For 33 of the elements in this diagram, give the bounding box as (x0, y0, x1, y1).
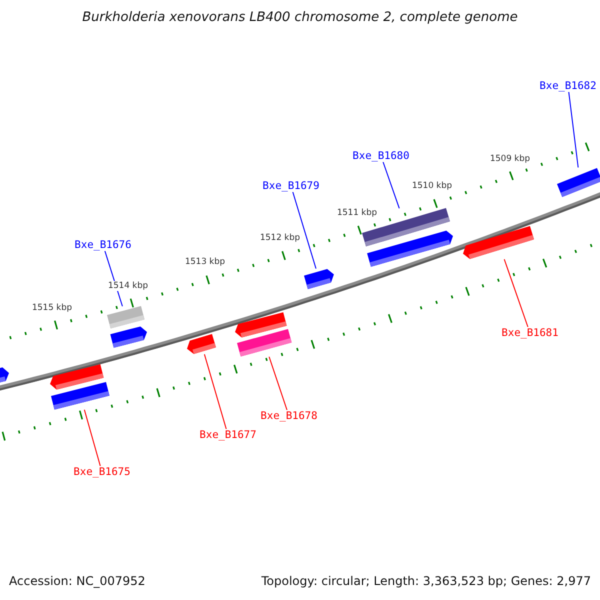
leader-line (292, 192, 316, 270)
gene-label: Bxe_B1675 (74, 466, 130, 478)
gene-block (237, 329, 292, 357)
gene-block (304, 268, 334, 289)
scale-label: 1512 kbp (260, 233, 300, 243)
scale-label: 1515 kbp (32, 303, 72, 313)
scale-label: 1510 kbp (412, 181, 452, 191)
gene-label: Bxe_B1677 (200, 429, 256, 441)
genome-summary-text: Topology: circular; Length: 3,363,523 bp; Genes: 2,977 (261, 574, 591, 588)
gene-block (463, 226, 534, 260)
leader-line (84, 409, 101, 466)
leader-line (268, 356, 288, 410)
map-title: Burkholderia xenovorans LB400 chromosome 2, complete genome (81, 10, 519, 25)
scale-label: 1513 kbp (184, 257, 226, 267)
gene-label: Bxe_B1676 (74, 239, 132, 251)
gene-label: Bxe_B1682 (540, 80, 596, 92)
leader-line (504, 258, 528, 328)
gene-label: Bxe_B1679 (262, 180, 320, 192)
gene-label: Bxe_B1680 (352, 150, 410, 162)
gene-label: Bxe_B1678 (260, 410, 318, 422)
leader-line (204, 354, 227, 430)
gene-block (362, 208, 450, 247)
scale-label: 1509 kbp (490, 154, 530, 164)
scale-label: 1514 kbp (108, 281, 148, 291)
gene-block (187, 334, 216, 354)
gene-block (107, 306, 145, 329)
leader-line (382, 162, 400, 209)
gene-block (51, 382, 110, 410)
accession-text: Accession: NC_007952 (9, 574, 146, 588)
gene-label: Bxe_B1681 (502, 327, 558, 339)
scale-label: 1511 kbp (336, 208, 378, 218)
gene-block (557, 168, 600, 196)
leader-line (568, 92, 579, 168)
